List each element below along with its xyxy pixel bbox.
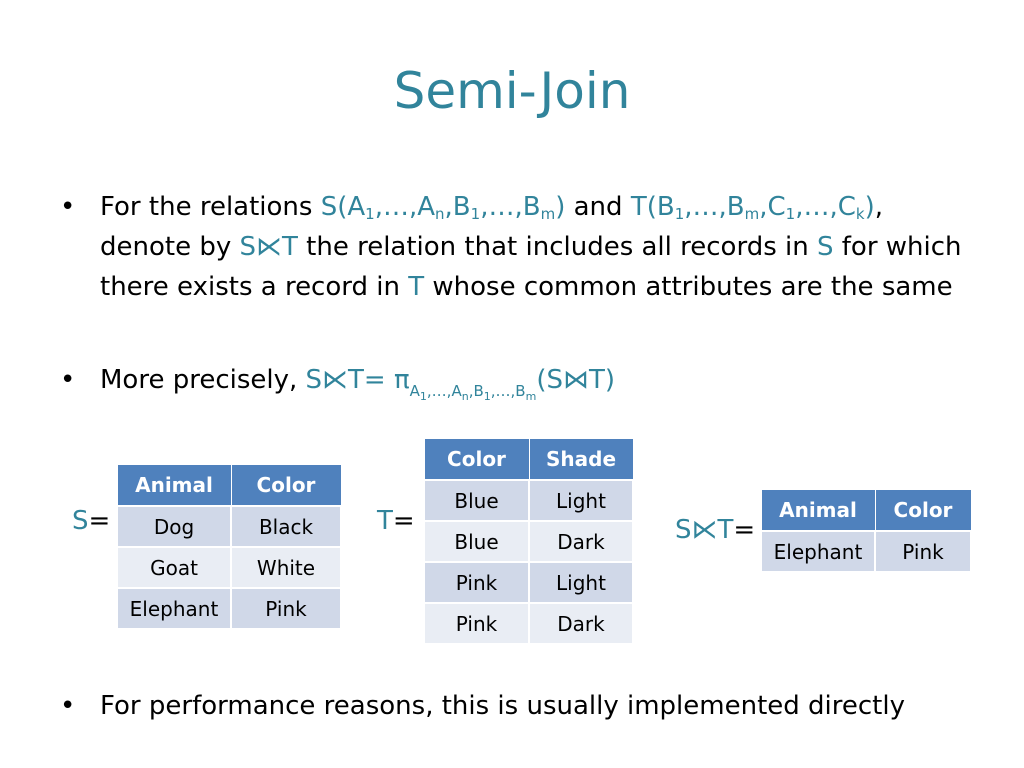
table-row: Dog Black (116, 505, 342, 548)
table-cell: Goat (116, 546, 232, 589)
text-segment: More precisely, (100, 365, 306, 395)
table-row: Goat White (116, 546, 342, 589)
table-cell: Pink (874, 530, 972, 573)
relation-t-signature: T(B1,…,Bm,C1,…,Ck) (630, 192, 875, 223)
table-cell: Pink (423, 602, 530, 645)
column-header: Shade (528, 438, 634, 481)
table-row: Elephant Pink (116, 587, 342, 630)
text-segment: for which there exists a record in (100, 232, 962, 302)
table-row: Pink Dark (423, 602, 634, 645)
bullet-3-text: For performance reasons, this is usually… (100, 691, 905, 721)
slide-title: Semi-Join (393, 62, 631, 120)
table-cell: Dark (528, 520, 634, 563)
bullet-1-text: For the relations S(A1,…,An,B1,…,Bm) and… (100, 187, 968, 307)
table-cell: Elephant (116, 587, 232, 630)
bullet-dot: • (60, 365, 76, 395)
table-cell: White (230, 546, 342, 589)
table-row: Blue Light (423, 479, 634, 522)
table-cell: Dark (528, 602, 634, 645)
table-s: Animal Color Dog Black Goat White Elepha… (116, 464, 342, 630)
table-header-row: Animal Color (760, 489, 972, 532)
table-row: Elephant Pink (760, 530, 972, 573)
semijoin-formula: S⋉T= πA1,…,An,B1,…,Bm(S⋈T) (305, 365, 615, 403)
table-cell: Pink (423, 561, 530, 604)
text-segment: For the relations (100, 192, 321, 222)
bullet-2-text: More precisely, S⋉T= πA1,…,An,B1,…,Bm(S⋈… (100, 360, 968, 403)
table-t: Color Shade Blue Light Blue Dark Pink Li… (423, 438, 634, 645)
table-semijoin-result: Animal Color Elephant Pink (760, 489, 972, 573)
text-segment: the relation that includes all records i… (297, 232, 817, 262)
table-header-row: Animal Color (116, 464, 342, 507)
table-cell: Dog (116, 505, 232, 548)
column-header: Animal (760, 489, 876, 532)
column-header: Animal (116, 464, 232, 507)
relation-s-signature: S(A1,…,An,B1,…,Bm) (320, 192, 566, 223)
table-cell: Light (528, 479, 634, 522)
table-cell: Black (230, 505, 342, 548)
column-header: Color (230, 464, 342, 507)
pi-symbol: π (393, 365, 410, 395)
column-header: Color (423, 438, 530, 481)
text-segment: , denote by (100, 192, 883, 262)
text-segment: and (565, 192, 631, 222)
table-header-row: Color Shade (423, 438, 634, 481)
relation-s-ref: S (816, 232, 834, 262)
text-segment: whose common attributes are the same (424, 272, 953, 302)
table-row: Blue Dark (423, 520, 634, 563)
relation-t-ref: T (408, 272, 425, 302)
table-cell: Elephant (760, 530, 876, 573)
semijoin-symbol: S⋉T (239, 232, 298, 262)
relation-s-label: S= (72, 506, 111, 536)
relation-t-label: T= (377, 506, 415, 536)
table-cell: Blue (423, 479, 530, 522)
table-row: Pink Light (423, 561, 634, 604)
relation-st-label: S⋉T= (675, 515, 756, 545)
bullet-dot: • (60, 691, 76, 721)
column-header: Color (874, 489, 972, 532)
table-cell: Light (528, 561, 634, 604)
bullet-dot: • (60, 192, 76, 222)
table-cell: Pink (230, 587, 342, 630)
table-cell: Blue (423, 520, 530, 563)
